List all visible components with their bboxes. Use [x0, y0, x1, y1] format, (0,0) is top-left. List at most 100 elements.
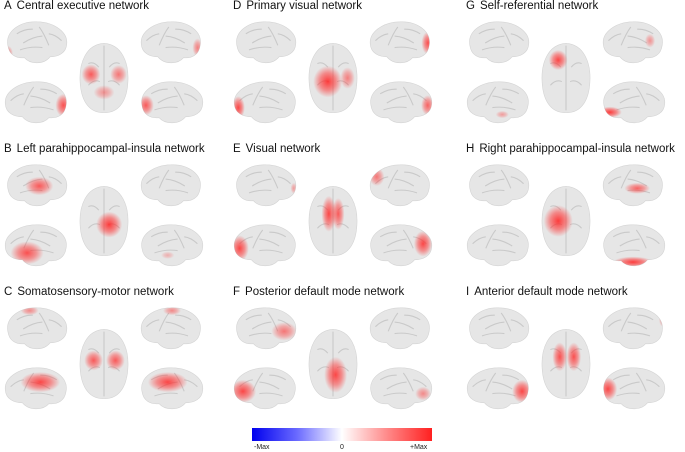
- cortex-surface: [603, 367, 665, 410]
- brain-med-left-view: [4, 80, 70, 126]
- activation-blob: [340, 67, 355, 89]
- cortex-surface: [467, 367, 529, 410]
- brain-dorsal-view: [540, 328, 592, 400]
- brain-lat-left-view: [233, 306, 297, 352]
- cortex-surface: [469, 164, 530, 207]
- brain-dorsal-view: [540, 42, 592, 114]
- activation-blob: [55, 93, 67, 117]
- activation-blob: [234, 379, 257, 403]
- cortex-surface: [469, 21, 530, 64]
- brain-med-left-view: [233, 366, 299, 412]
- brain-med-right-view: [367, 366, 433, 412]
- panel-letter: B: [4, 143, 12, 155]
- activation-blob: [644, 33, 656, 48]
- colorbar: [252, 428, 432, 441]
- activation-blob: [543, 205, 573, 237]
- cortex-surface: [7, 307, 68, 350]
- brain-lat-right-view: [140, 20, 204, 66]
- cortex-surface: [141, 224, 203, 267]
- activation-blob: [81, 64, 101, 85]
- activation-blob: [147, 371, 188, 393]
- brain-dorsal-view: [78, 42, 130, 114]
- activation-blob: [512, 379, 529, 403]
- brain-dorsal-view: [78, 328, 130, 400]
- cortex-surface: [140, 21, 201, 64]
- brain-med-left-view: [4, 223, 70, 269]
- brain-med-left-view: [466, 366, 532, 412]
- panel-name: Primary visual network: [246, 0, 362, 12]
- panel-f: F Posterior default mode network: [229, 286, 457, 430]
- brain-lat-left-view: [466, 163, 530, 209]
- brain-lat-right-view: [369, 163, 433, 209]
- activation-blob: [96, 211, 123, 238]
- brain-lat-right-view: [602, 20, 666, 66]
- brain-dorsal-view: [307, 42, 359, 114]
- cortex-surface: [602, 21, 663, 64]
- panel-name: Right parahippocampal-insula network: [479, 143, 675, 155]
- brain-med-right-view: [600, 80, 666, 126]
- activation-blob: [495, 110, 509, 119]
- brain-lat-left-view: [4, 20, 68, 66]
- panel-name: Self-referential network: [479, 0, 599, 12]
- brain-med-right-view: [138, 366, 204, 412]
- brain-lat-right-view: [369, 306, 433, 352]
- activation-blob: [25, 176, 54, 196]
- brain-med-left-view: [466, 80, 532, 126]
- activation-blob: [370, 167, 385, 186]
- panel-name: Posterior default mode network: [245, 286, 405, 298]
- activation-blob: [163, 307, 181, 316]
- brain-med-right-view: [367, 223, 433, 269]
- brain-lat-left-view: [4, 163, 68, 209]
- activation-blob: [624, 182, 650, 194]
- activation-blob: [421, 95, 432, 116]
- activation-blob: [313, 65, 343, 98]
- brain-dorsal-view: [307, 185, 359, 257]
- cortex-surface: [467, 81, 529, 124]
- brain-med-right-view: [367, 80, 433, 126]
- activation-blob: [20, 371, 61, 393]
- cortex-surface: [467, 224, 529, 267]
- activation-blob: [10, 241, 44, 265]
- cortex-surface: [602, 307, 663, 350]
- colorbar-min-label: -Max: [254, 444, 270, 451]
- cortex-surface: [5, 81, 67, 124]
- panel-title: F Posterior default mode network: [233, 286, 404, 298]
- activation-blob: [566, 342, 582, 372]
- brain-lat-right-view: [140, 163, 204, 209]
- panel-title: G Self-referential network: [466, 0, 598, 12]
- brain-lat-left-view: [4, 306, 68, 352]
- activation-blob: [84, 350, 103, 371]
- cortex-surface: [7, 21, 68, 64]
- cortex-surface: [469, 307, 530, 350]
- activation-blob: [644, 57, 663, 63]
- panel-title: I Anterior default mode network: [466, 286, 628, 298]
- activation-blob: [324, 356, 348, 393]
- activation-blob: [603, 106, 622, 118]
- brain-dorsal-view: [540, 185, 592, 257]
- brain-dorsal-view: [307, 328, 359, 400]
- brain-med-right-view: [138, 80, 204, 126]
- brain-med-right-view: [138, 223, 204, 269]
- activation-blob: [331, 197, 345, 230]
- panel-letter: I: [466, 286, 470, 298]
- activation-blob: [192, 38, 201, 57]
- panel-letter: F: [233, 286, 241, 298]
- cortex-surface: [236, 21, 297, 64]
- cortex-surface: [140, 164, 201, 207]
- panel-name: Visual network: [245, 143, 321, 155]
- activation-blob: [421, 31, 430, 55]
- activation-blob: [413, 230, 432, 257]
- cortex-surface: [141, 81, 203, 124]
- panel-letter: G: [466, 0, 475, 12]
- panel-name: Anterior default mode network: [474, 286, 628, 298]
- activation-blob: [7, 45, 13, 61]
